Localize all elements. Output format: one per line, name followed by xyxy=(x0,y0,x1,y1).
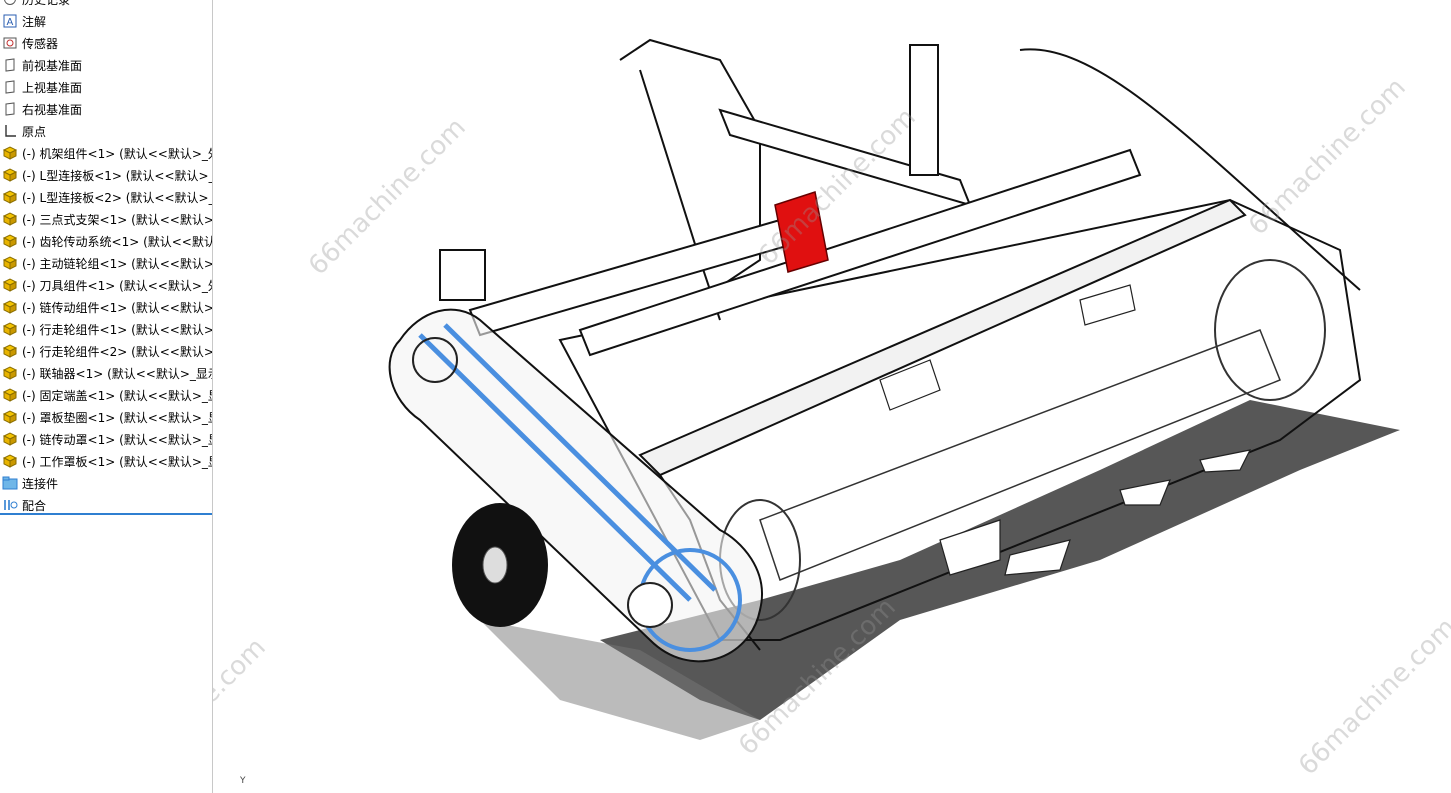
walking-wheel xyxy=(452,503,548,627)
tree-item-label: 历史记录 xyxy=(22,0,70,8)
graphics-viewport[interactable]: 66machine.com 66machine.com 66machine.co… xyxy=(213,0,1451,793)
assembly-icon xyxy=(2,431,18,447)
tree-item[interactable]: (-) L型连接板<2> (默认<<默认>_显 xyxy=(0,186,212,208)
tree-item[interactable]: 传感器 xyxy=(0,32,212,54)
tree-item[interactable]: (-) 齿轮传动系统<1> (默认<<默认 xyxy=(0,230,212,252)
tree-item[interactable]: (-) 链传动组件<1> (默认<<默认>_ xyxy=(0,296,212,318)
tree-item[interactable]: 配合 xyxy=(0,494,212,516)
tree-item-label: (-) 机架组件<1> (默认<<默认>_外 xyxy=(22,146,212,161)
tree-item-label: (-) 齿轮传动系统<1> (默认<<默认 xyxy=(22,234,212,249)
tree-item-label: (-) 主动链轮组<1> (默认<<默认>_ xyxy=(22,256,212,271)
tree-item-label: (-) 固定端盖<1> (默认<<默认>_显 xyxy=(22,388,212,403)
cad-model-view[interactable] xyxy=(213,0,1451,793)
blade xyxy=(1079,284,1136,326)
sensor-icon xyxy=(2,35,18,51)
assembly-icon xyxy=(2,453,18,469)
tree-item-label: (-) 联轴器<1> (默认<<默认>_显示 xyxy=(22,366,212,381)
tree-item-label: (-) L型连接板<2> (默认<<默认>_显 xyxy=(22,190,212,205)
assembly-icon xyxy=(2,277,18,293)
tree-item-label: 前视基准面 xyxy=(22,58,83,73)
tree-item[interactable]: 上视基准面 xyxy=(0,76,212,98)
mates-icon xyxy=(2,497,18,513)
housing-curve xyxy=(1019,48,1361,291)
assembly-icon xyxy=(2,145,18,161)
origin-icon xyxy=(2,123,18,139)
plane-icon xyxy=(2,57,18,73)
assembly-icon xyxy=(2,211,18,227)
tree-item[interactable]: 历史记录 xyxy=(0,0,212,10)
assembly-icon xyxy=(2,255,18,271)
tree-item[interactable]: (-) 联轴器<1> (默认<<默认>_显示 xyxy=(0,362,212,384)
assembly-icon xyxy=(2,343,18,359)
tree-item[interactable]: (-) 工作罩板<1> (默认<<默认>_显 xyxy=(0,450,212,472)
rotor-shaft xyxy=(759,329,1281,581)
tree-item-label: 上视基准面 xyxy=(22,80,83,95)
tree-separator xyxy=(0,513,212,515)
assembly-icon xyxy=(2,167,18,183)
tree-item[interactable]: (-) 刀具组件<1> (默认<<默认>_外 xyxy=(0,274,212,296)
tree-item-label: 注解 xyxy=(22,14,47,29)
plane-icon xyxy=(2,79,18,95)
assembly-icon xyxy=(2,299,18,315)
history-icon xyxy=(2,0,18,7)
drive-pulley xyxy=(412,337,458,383)
assembly-icon xyxy=(2,387,18,403)
tree-item[interactable]: (-) 机架组件<1> (默认<<默认>_外 xyxy=(0,142,212,164)
tree-item[interactable]: A 注解 xyxy=(0,10,212,32)
assembly-icon xyxy=(2,409,18,425)
tree-item[interactable]: 前视基准面 xyxy=(0,54,212,76)
plane-icon xyxy=(2,101,18,117)
tree-item[interactable]: (-) 主动链轮组<1> (默认<<默认>_ xyxy=(0,252,212,274)
tree-item-label: (-) 链传动罩<1> (默认<<默认>_显 xyxy=(22,432,212,447)
tree-item-label: (-) 工作罩板<1> (默认<<默认>_显 xyxy=(22,454,212,469)
tree-item[interactable]: (-) 行走轮组件<2> (默认<<默认>_ xyxy=(0,340,212,362)
tree-item-label: (-) 行走轮组件<2> (默认<<默认>_ xyxy=(22,344,212,359)
tree-item[interactable]: (-) 罩板垫圈<1> (默认<<默认>_显 xyxy=(0,406,212,428)
annotation-icon: A xyxy=(2,13,18,29)
assembly-icon xyxy=(2,233,18,249)
cross-beam xyxy=(578,148,1142,357)
belt-drive-case xyxy=(388,308,763,663)
hitch-frame xyxy=(619,38,761,301)
blade xyxy=(939,519,1001,576)
tree-item-label: 配合 xyxy=(22,498,47,513)
tree-item-label: (-) 链传动组件<1> (默认<<默认>_ xyxy=(22,300,212,315)
tree-item-label: (-) 刀具组件<1> (默认<<默认>_外 xyxy=(22,278,212,293)
tree-item[interactable]: (-) 行走轮组件<1> (默认<<默认>_ xyxy=(0,318,212,340)
tree-item-label: 连接件 xyxy=(22,476,59,491)
ground-shadow-light xyxy=(480,620,760,740)
tree-item[interactable]: 连接件 xyxy=(0,472,212,494)
tree-item[interactable]: 右视基准面 xyxy=(0,98,212,120)
folder-icon xyxy=(2,475,18,491)
blade xyxy=(1004,539,1071,576)
tree-item-label: (-) 三点式支架<1> (默认<<默认>_ xyxy=(22,212,212,227)
svg-text:A: A xyxy=(7,17,14,28)
mast-post xyxy=(909,44,939,176)
assembly-icon xyxy=(2,365,18,381)
tree-item-label: 传感器 xyxy=(22,36,59,51)
assembly-icon xyxy=(2,189,18,205)
view-triad: Y xyxy=(240,776,246,786)
tree-item[interactable]: (-) 固定端盖<1> (默认<<默认>_显 xyxy=(0,384,212,406)
tree-item[interactable]: (-) L型连接板<1> (默认<<默认>_显 xyxy=(0,164,212,186)
gearbox-motor xyxy=(774,191,829,273)
mast-post-left xyxy=(439,249,486,301)
rotor-end-right xyxy=(1214,259,1326,401)
assembly-icon xyxy=(2,321,18,337)
tree-item[interactable]: (-) 三点式支架<1> (默认<<默认>_ xyxy=(0,208,212,230)
housing-top-beam xyxy=(638,198,1247,477)
tree-item-label: 右视基准面 xyxy=(22,102,83,117)
tree-item[interactable]: 原点 xyxy=(0,120,212,142)
tree-item-label: (-) 行走轮组件<1> (默认<<默认>_ xyxy=(22,322,212,337)
blade xyxy=(1199,449,1252,473)
tree-item-label: (-) 罩板垫圈<1> (默认<<默认>_显 xyxy=(22,410,212,425)
blade xyxy=(879,359,941,411)
tree-item-label: (-) L型连接板<1> (默认<<默认>_显 xyxy=(22,168,212,183)
blade xyxy=(1119,479,1171,506)
tree-item-label: 原点 xyxy=(22,124,47,139)
tree-item[interactable]: (-) 链传动罩<1> (默认<<默认>_显 xyxy=(0,428,212,450)
